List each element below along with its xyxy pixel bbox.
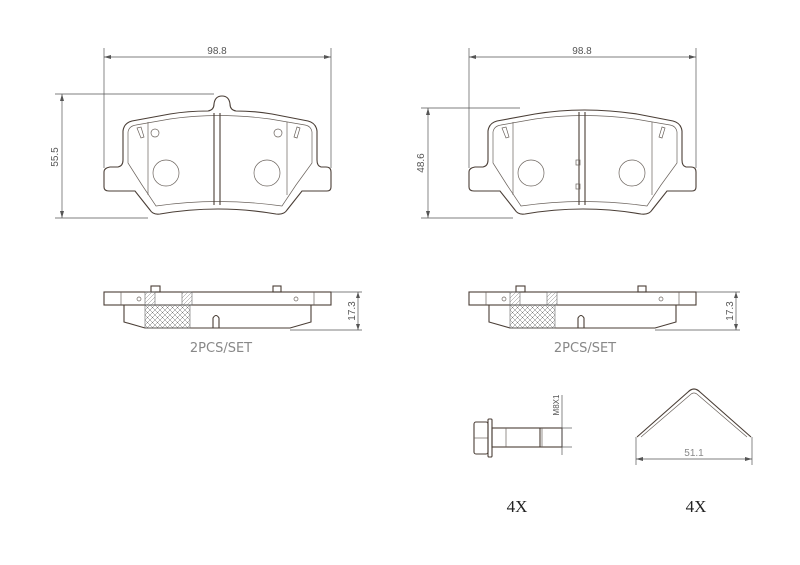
- outer-pad-side-view: 17.3 2PCS/SET: [103, 285, 362, 356]
- outer-pad-backplate-outline: [103, 95, 332, 215]
- piston-mark: [517, 159, 545, 187]
- piston-mark: [152, 159, 180, 187]
- bolt-quantity: 4X: [507, 497, 528, 516]
- inner-pad-friction-outline: [492, 115, 678, 207]
- thickness-dimension-label: 17.3: [725, 301, 736, 321]
- inner-pad-width-dimension: 98.8: [468, 46, 697, 168]
- set-quantity-note: 2PCS/SET: [190, 341, 252, 356]
- inner-pad-backplate-outline: [468, 109, 697, 215]
- wear-indicator: [658, 126, 666, 139]
- inner-pad-side-view: 17.3 2PCS/SET: [468, 285, 740, 356]
- width-dimension-label: 98.8: [207, 46, 227, 57]
- small-hole: [273, 128, 283, 138]
- bolt-thread-dimension: M8X1: [552, 394, 572, 455]
- small-hole: [150, 128, 160, 138]
- width-dimension-label: 98.8: [572, 46, 592, 57]
- thread-dimension-label: M8X1: [552, 394, 561, 415]
- outer-pad-friction-outline: [127, 115, 313, 207]
- outer-pad-thickness-dimension: 17.3: [290, 291, 362, 331]
- set-quantity-note: 2PCS/SET: [554, 341, 616, 356]
- clip-quantity: 4X: [686, 497, 707, 516]
- inner-pad-height-dimension: 48.6: [416, 107, 520, 219]
- wear-indicator: [293, 126, 301, 139]
- height-dimension-label: 55.5: [50, 147, 61, 167]
- outer-pad-height-dimension: 55.5: [50, 93, 214, 219]
- wear-indicator: [501, 126, 510, 139]
- clip-width-label: 51.1: [684, 448, 704, 459]
- sensor-mark: [575, 183, 581, 190]
- inner-pad-front-view: 98.8 48.6: [416, 46, 697, 219]
- guide-bolt: M8X1 4X: [473, 394, 572, 516]
- clip-width-dimension: 51.1: [635, 437, 753, 465]
- piston-mark: [253, 159, 281, 187]
- outer-pad-front-view: 98.8 55.5: [50, 46, 332, 219]
- outer-pad-width-dimension: 98.8: [103, 46, 332, 168]
- height-dimension-label: 48.6: [416, 153, 427, 173]
- piston-mark: [618, 159, 646, 187]
- sensor-mark: [575, 159, 581, 166]
- inner-pad-thickness-dimension: 17.3: [655, 291, 740, 331]
- anti-rattle-clip: 51.1 4X: [635, 388, 753, 516]
- thickness-dimension-label: 17.3: [347, 301, 358, 321]
- wear-indicator: [136, 126, 145, 139]
